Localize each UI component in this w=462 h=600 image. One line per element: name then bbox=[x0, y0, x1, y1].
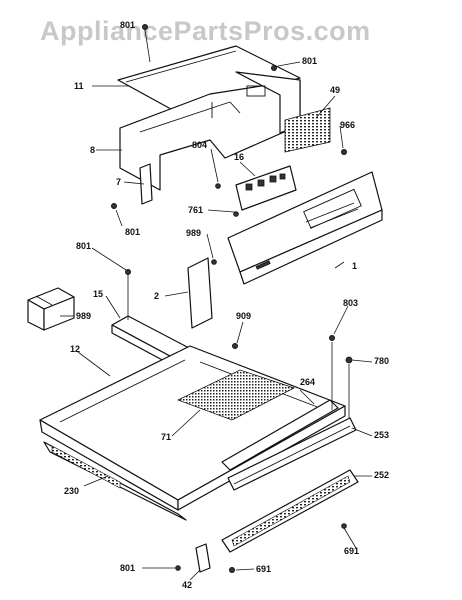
label-49: 49 bbox=[330, 85, 341, 95]
label-11: 11 bbox=[74, 81, 84, 91]
screws bbox=[111, 23, 353, 574]
label-909: 909 bbox=[236, 311, 252, 321]
control-panel bbox=[227, 171, 383, 285]
parts-box bbox=[27, 287, 75, 331]
label-15: 15 bbox=[93, 289, 104, 299]
insulation-pad bbox=[176, 369, 296, 421]
label-12: 12 bbox=[70, 344, 81, 354]
label-804: 804 bbox=[192, 140, 208, 150]
label-252: 252 bbox=[374, 470, 390, 480]
watermark: AppliancePartsPros.com bbox=[40, 16, 371, 46]
label-42: 42 bbox=[182, 580, 193, 590]
label-801-right: 801 bbox=[302, 56, 318, 66]
base-tray bbox=[43, 441, 187, 521]
label-7: 7 bbox=[116, 177, 122, 187]
clip bbox=[195, 543, 211, 573]
label-1: 1 bbox=[352, 261, 358, 271]
label-2: 2 bbox=[154, 291, 160, 301]
label-801-bottom: 801 bbox=[120, 563, 136, 573]
label-761: 761 bbox=[188, 205, 204, 215]
front-rail bbox=[221, 399, 339, 471]
label-691-bottom: 691 bbox=[256, 564, 272, 574]
label-230: 230 bbox=[64, 486, 80, 496]
label-989: 989 bbox=[186, 228, 202, 238]
label-8: 8 bbox=[90, 145, 96, 155]
label-801-top: 801 bbox=[120, 20, 136, 30]
label-801-mid: 801 bbox=[125, 227, 141, 237]
label-801-left: 801 bbox=[76, 241, 92, 251]
kick-plate bbox=[221, 469, 359, 553]
label-691-right: 691 bbox=[344, 546, 360, 556]
label-16: 16 bbox=[234, 152, 245, 162]
vent-grille bbox=[284, 107, 331, 153]
label-803: 803 bbox=[343, 298, 359, 308]
label-253: 253 bbox=[374, 430, 390, 440]
label-264: 264 bbox=[300, 377, 316, 387]
top-cover-panel bbox=[117, 45, 301, 115]
upper-frame bbox=[119, 71, 301, 191]
control-board bbox=[235, 165, 297, 211]
label-71: 71 bbox=[161, 432, 172, 442]
side-trim bbox=[187, 257, 213, 329]
leader-lines bbox=[60, 29, 373, 581]
label-989-box: 989 bbox=[76, 311, 92, 321]
bracket bbox=[139, 163, 153, 205]
label-780: 780 bbox=[374, 356, 390, 366]
label-966: 966 bbox=[340, 120, 356, 130]
